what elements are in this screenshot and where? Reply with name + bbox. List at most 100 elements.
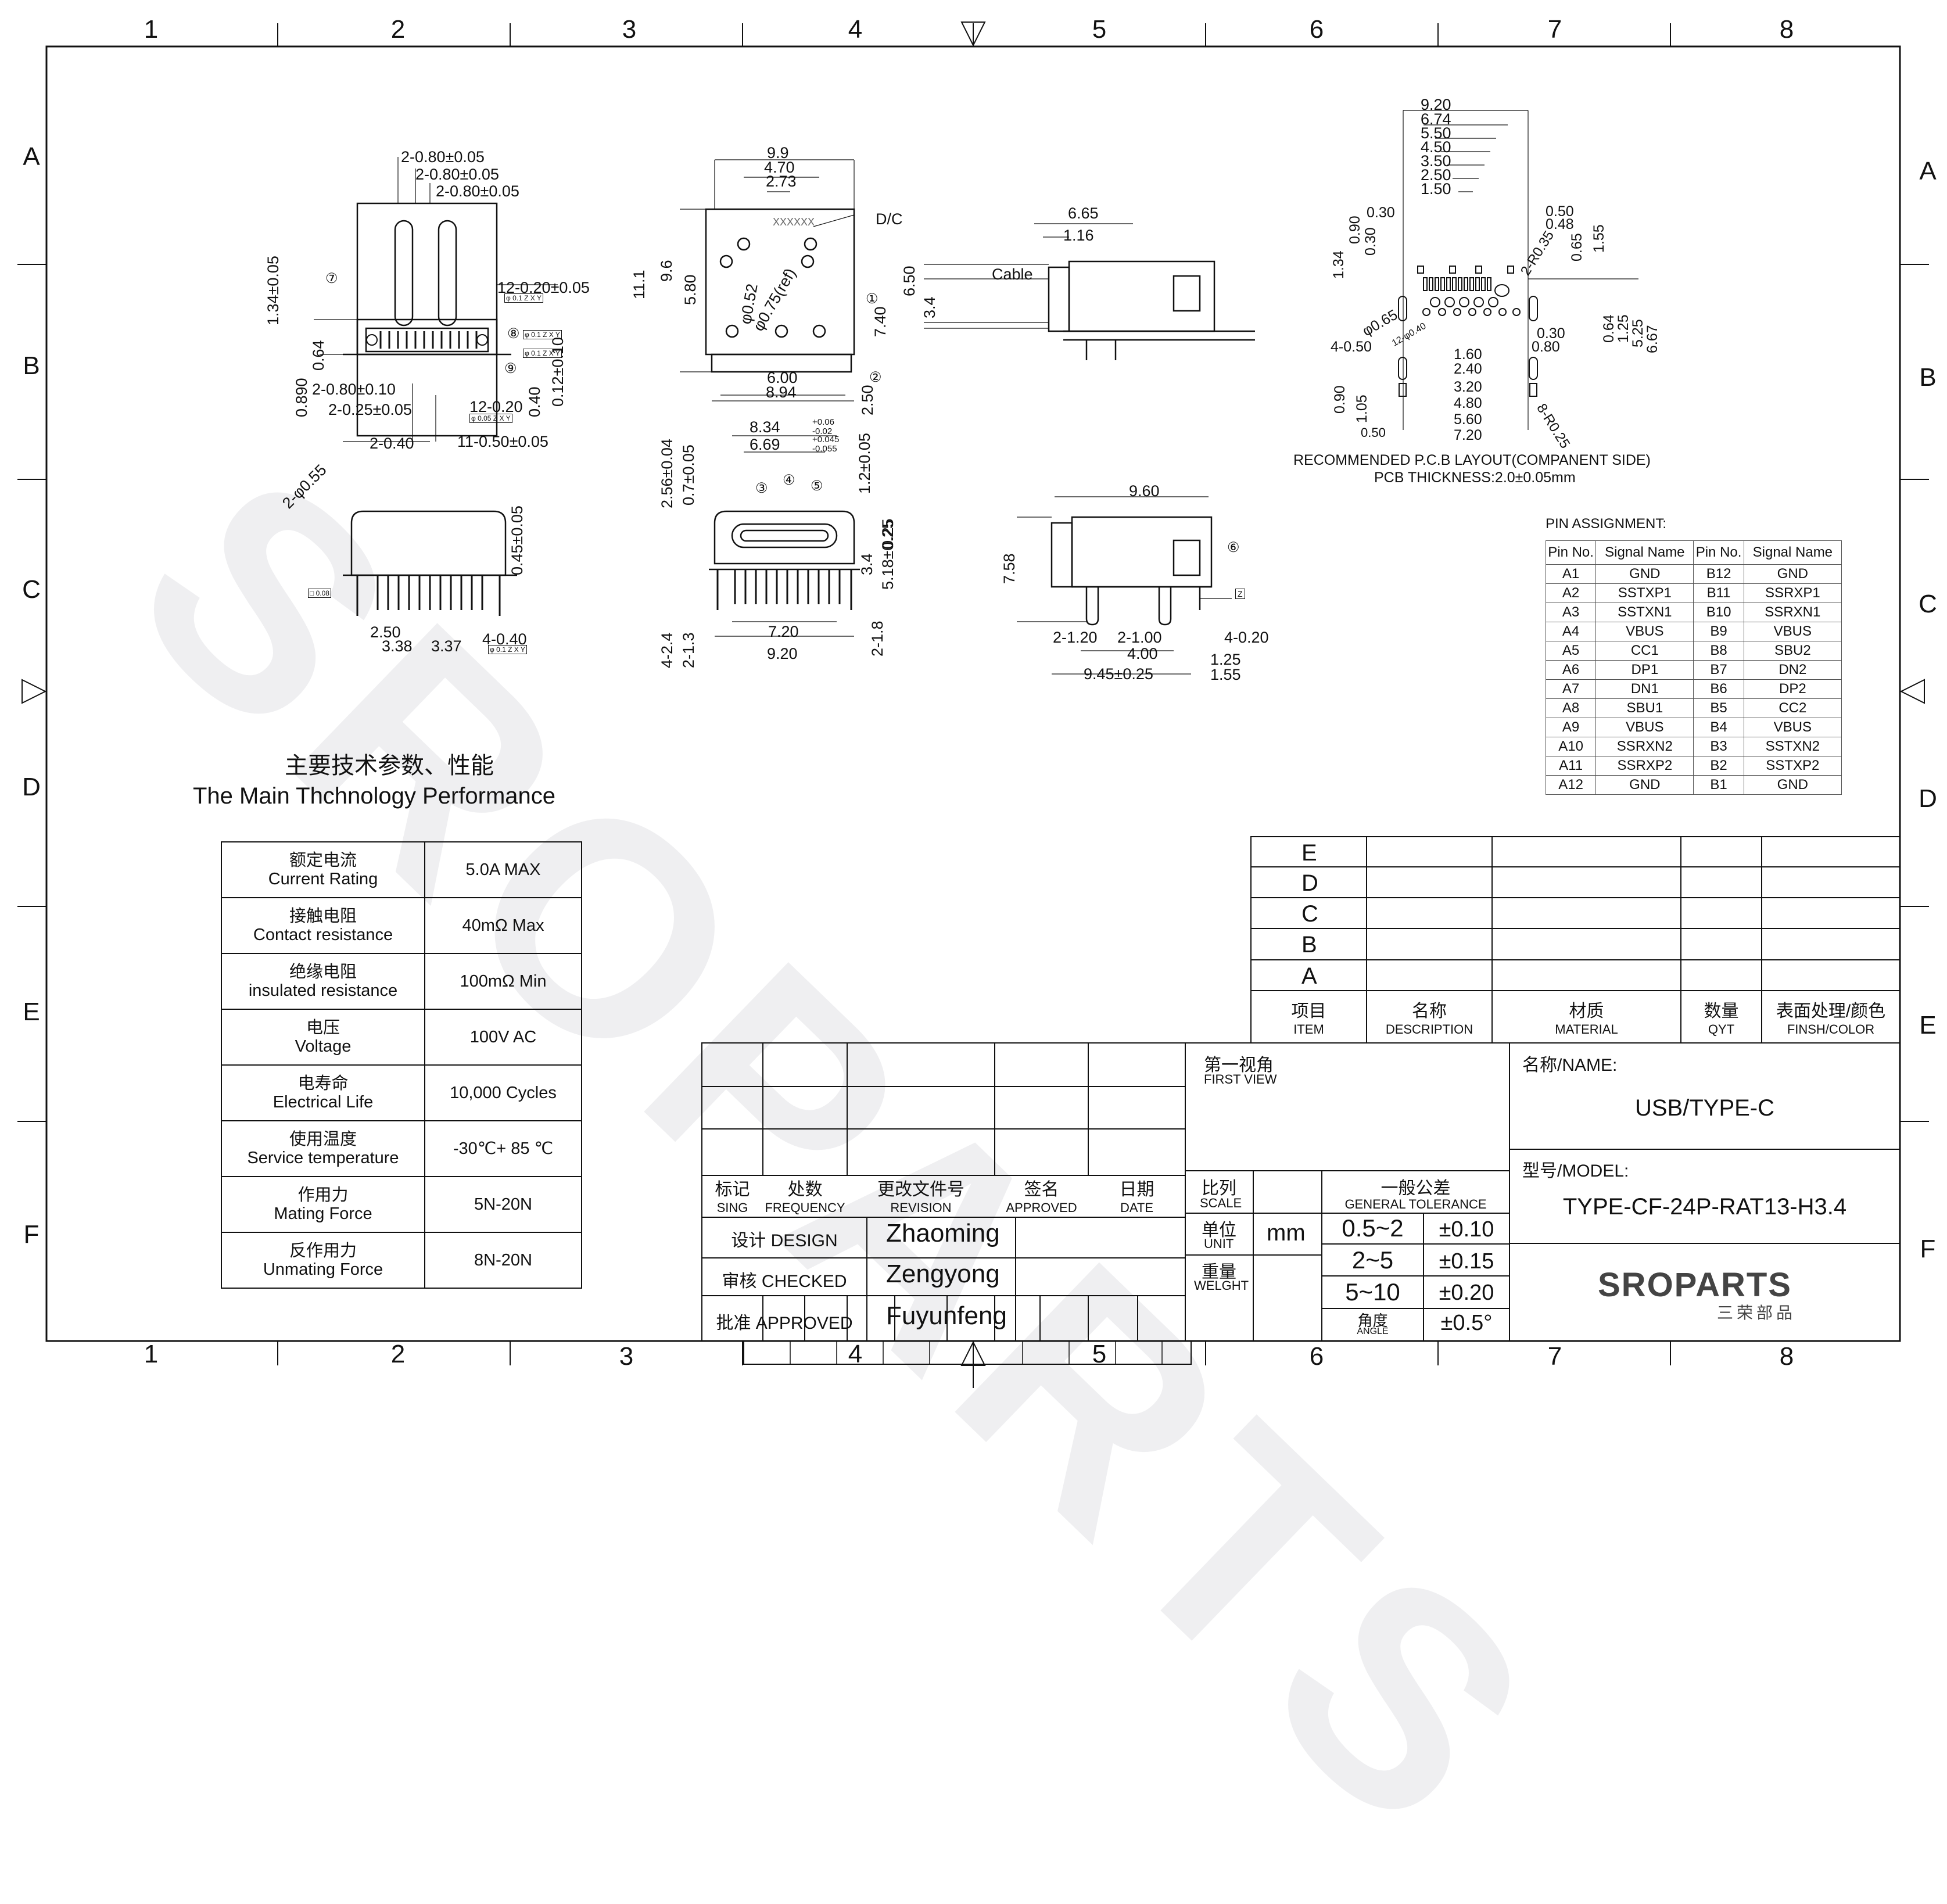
dim-label: 9.9: [767, 144, 789, 162]
tolerance-range: 5~10: [1345, 1278, 1400, 1306]
param-en: Contact resistance: [253, 926, 393, 944]
callout-7: ⑦: [325, 271, 338, 286]
performance-title-cn: 主要技术参数、性能: [285, 753, 494, 779]
dim-label: 6.65: [1068, 205, 1099, 222]
dim-label: 12-0.20: [469, 398, 523, 415]
param-cn: 电压: [306, 1019, 340, 1037]
sign-label-approved: 批准 APPROVED: [716, 1314, 853, 1333]
rev-header-cn: 处数: [787, 1180, 823, 1199]
dim-label: 2-0.80±0.05: [401, 148, 485, 166]
row-label: B: [1919, 363, 1937, 392]
scale-en: SCALE: [1200, 1196, 1242, 1210]
dim-label: 9.60: [1129, 482, 1160, 500]
table-cell: B2: [1693, 756, 1744, 776]
dim-label: 4.00: [1127, 645, 1158, 662]
table-cell: SSTXN1: [1595, 603, 1694, 622]
table-cell: A5: [1545, 641, 1597, 661]
col-label: 1: [144, 15, 159, 44]
pcb-dim: 0.30: [1537, 325, 1565, 342]
angle-tolerance: ±0.5°: [1440, 1311, 1493, 1335]
row-label: F: [23, 1220, 40, 1249]
rev-header-cn: 标记: [715, 1180, 750, 1199]
bom-header-cn: 表面处理/颜色: [1776, 1002, 1886, 1021]
table-cell: B11: [1693, 583, 1744, 603]
table-header: Signal Name: [1595, 540, 1694, 565]
table-cell: SSRXP1: [1743, 583, 1842, 603]
col-label: 6: [1309, 1342, 1324, 1371]
pcb-dim: 3.20: [1454, 379, 1482, 395]
tolerance-value: ±0.15: [1439, 1249, 1494, 1274]
dim-label: 1.55: [1210, 666, 1241, 683]
sign-label-checked: 审核 CHECKED: [722, 1272, 847, 1291]
dim-label: 2.50: [370, 623, 401, 641]
bom-row-label: B: [1301, 932, 1317, 958]
row-label: A: [23, 142, 40, 171]
table-cell: GND: [1595, 775, 1694, 795]
bom-row-label: C: [1301, 901, 1318, 927]
bom-header-en: FINSH/COLOR: [1787, 1022, 1875, 1037]
company-logo-cn: 三荣部品: [1717, 1304, 1797, 1322]
table-cell: VBUS: [1595, 622, 1694, 641]
param-en: Current Rating: [268, 870, 378, 888]
tolerance-title-cn: 一般公差: [1381, 1179, 1451, 1198]
dim-label: +0.045: [812, 435, 840, 444]
table-cell: SSTXP2: [1743, 756, 1842, 776]
col-label: 6: [1309, 15, 1324, 44]
first-view-en: FIRST VIEW: [1204, 1072, 1277, 1087]
front-section-drawing: [709, 435, 860, 637]
pcb-dim: 1.50: [1421, 180, 1451, 198]
dim-label: 2-0.25±0.05: [328, 401, 412, 418]
tolerance-frame: φ 0.1 Z X Y: [504, 293, 543, 303]
bom-row-label: D: [1301, 870, 1318, 896]
tolerance-frame: □ 0.08: [308, 589, 331, 598]
table-cell: A3: [1545, 603, 1597, 622]
pcb-dim: 4.50: [1421, 138, 1451, 156]
param-value: 5N-20N: [424, 1176, 582, 1233]
dim-label: 7.20: [768, 623, 799, 640]
bom-header-cn: 材质: [1569, 1002, 1604, 1021]
unit-value: mm: [1267, 1220, 1306, 1246]
datum-z: Z: [1235, 589, 1245, 599]
col-label: 2: [390, 1340, 406, 1368]
pcb-dim: 9.20: [1421, 96, 1451, 113]
dim-label: 2-0.80±0.05: [415, 166, 499, 183]
top-view-drawing: [314, 157, 558, 442]
rev-header-cn: 更改文件号: [877, 1180, 964, 1199]
sign-name-checked: Zengyong: [886, 1260, 1000, 1288]
front-view-drawing: [680, 159, 855, 401]
tolerance-frame: φ 0.05 Z X Y: [469, 414, 512, 423]
param-cn: 接触电阻: [289, 907, 357, 926]
marking-label: XXXXXX: [773, 216, 815, 228]
dim-label: 4.70: [764, 159, 795, 176]
param-en: Electrical Life: [272, 1093, 374, 1111]
callout-6: ⑥: [1227, 540, 1240, 555]
dim-label: 2-1.00: [1117, 629, 1162, 646]
dim-label: 2-1.20: [1053, 629, 1098, 646]
param-en: Mating Force: [274, 1204, 372, 1223]
row-label: B: [23, 352, 40, 380]
col-label: 3: [619, 1342, 634, 1371]
pcb-dim: 4-0.50: [1331, 339, 1372, 355]
dim-label: 2-0.80±0.10: [312, 381, 396, 398]
table-cell: DP2: [1743, 679, 1842, 699]
tolerance-frame: φ 0.1 Z X Y: [488, 645, 527, 654]
param-en: Service temperature: [247, 1149, 399, 1167]
pcb-thickness: PCB THICKNESS:2.0±0.05mm: [1374, 469, 1576, 486]
table-cell: A10: [1545, 737, 1597, 756]
table-cell: VBUS: [1743, 622, 1842, 641]
company-logo: SROPARTS: [1598, 1266, 1792, 1304]
table-cell: B1: [1693, 775, 1744, 795]
bom-row-label: E: [1301, 840, 1317, 866]
table-cell: B6: [1693, 679, 1744, 699]
col-label: 7: [1547, 1342, 1562, 1371]
sign-name-design: Zhaoming: [886, 1219, 1000, 1247]
param-value: 100V AC: [424, 1009, 582, 1066]
